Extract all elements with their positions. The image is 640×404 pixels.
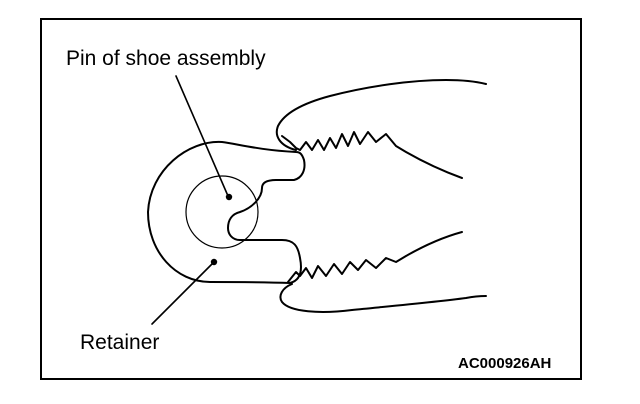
retainer-leader-dot: [210, 258, 218, 266]
lower-jaw: [279, 283, 487, 313]
lower-jaw-teeth: [287, 231, 463, 283]
pin-label: Pin of shoe assembly: [66, 47, 266, 70]
retainer-leader-line: [151, 261, 215, 325]
retainer-label: Retainer: [80, 331, 160, 354]
shoe-pin-circle: [185, 175, 259, 249]
retainer-outline: [147, 140, 306, 284]
pin-leader-line: [175, 75, 229, 197]
upper-jaw-teeth: [281, 131, 463, 179]
figure-code: AC000926AH: [458, 355, 552, 372]
figure-frame: [40, 18, 582, 380]
pin-leader-dot: [225, 193, 233, 201]
upper-jaw: [275, 79, 487, 151]
